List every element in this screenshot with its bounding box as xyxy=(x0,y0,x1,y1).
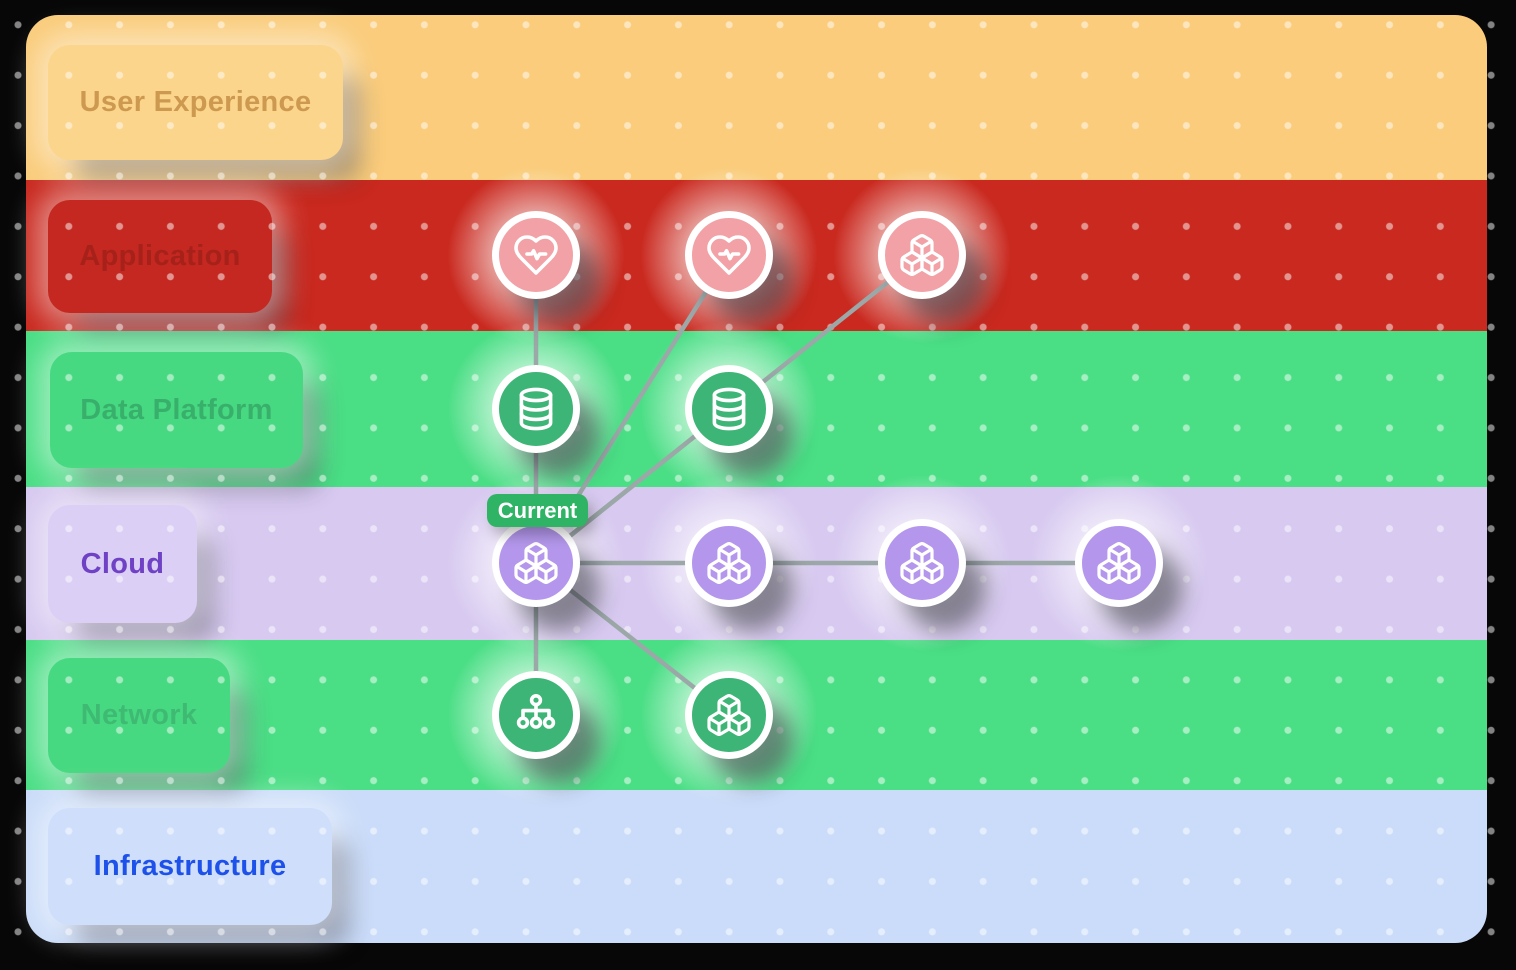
database-icon xyxy=(519,387,553,431)
cloud-4-node[interactable] xyxy=(1075,519,1163,607)
cloud-2-node[interactable] xyxy=(685,519,773,607)
cubes-icon xyxy=(1097,542,1141,584)
cubes-icon xyxy=(514,542,558,584)
application-health-2-node[interactable] xyxy=(685,211,773,299)
network-sitemap-node[interactable] xyxy=(492,671,580,759)
heart-pulse-icon xyxy=(514,235,558,275)
current-badge: Current xyxy=(487,494,588,527)
data-database-1-node[interactable] xyxy=(492,365,580,453)
cubes-icon xyxy=(707,542,751,584)
application-modules-node[interactable] xyxy=(878,211,966,299)
cubes-icon xyxy=(900,542,944,584)
cubes-icon xyxy=(900,234,944,276)
network-modules-node[interactable] xyxy=(685,671,773,759)
cloud-3-node[interactable] xyxy=(878,519,966,607)
heart-pulse-icon xyxy=(707,235,751,275)
sitemap-icon xyxy=(516,693,556,729)
database-icon xyxy=(712,387,746,431)
cloud-current-node[interactable] xyxy=(492,519,580,607)
application-health-1-node[interactable] xyxy=(492,211,580,299)
data-database-2-node[interactable] xyxy=(685,365,773,453)
cubes-icon xyxy=(707,694,751,736)
